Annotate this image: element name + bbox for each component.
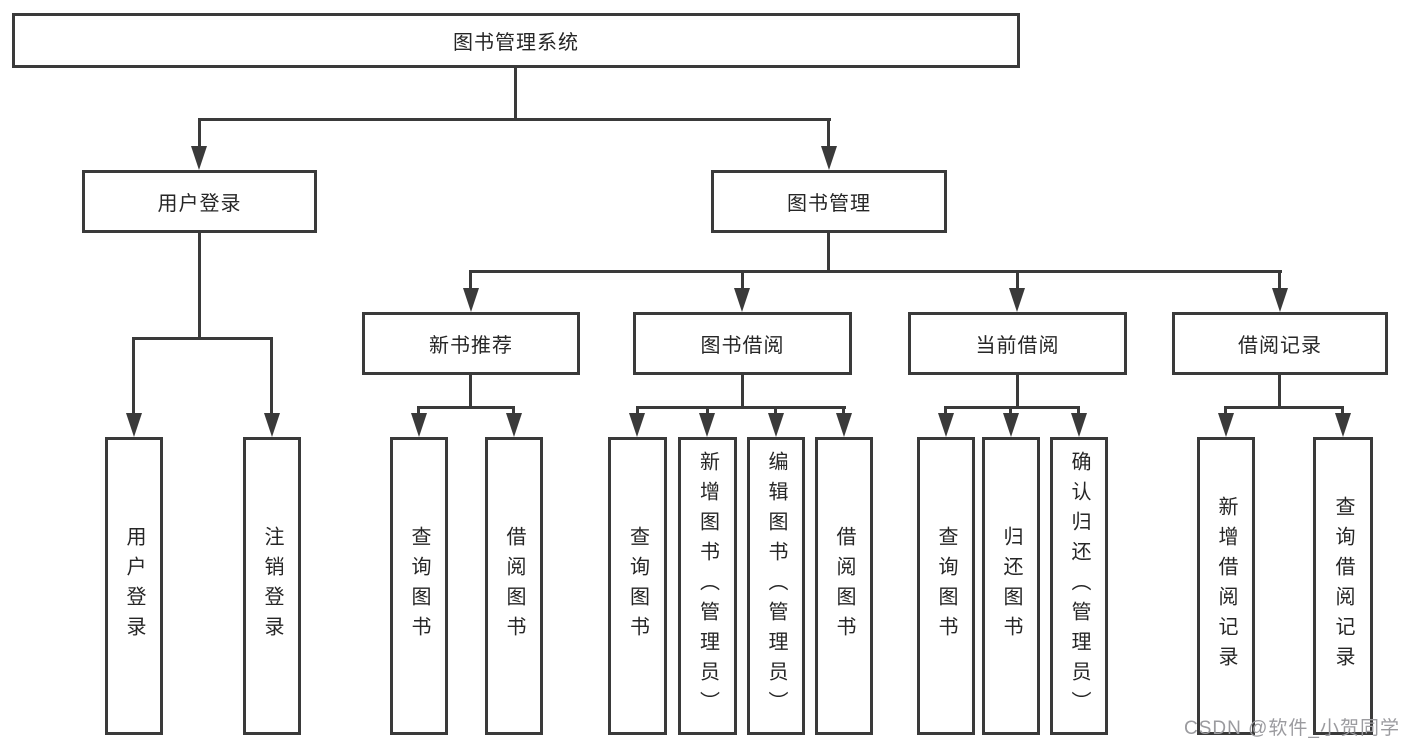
connector-shaft-current-borrow — [1016, 270, 1019, 290]
leaf-confirm-return-admin: 确认归还（管理员） — [1050, 437, 1108, 735]
arrow-down-icon — [821, 146, 837, 170]
node-label: 图书借阅 — [700, 335, 785, 357]
node-label: 确认归还（管理员） — [1068, 451, 1090, 721]
arrow-down-icon — [506, 413, 522, 437]
arrow-down-icon — [836, 413, 852, 437]
connector-root-stem — [514, 68, 517, 118]
connector-shaft — [1224, 406, 1227, 416]
connector-shaft — [636, 406, 639, 416]
arrow-down-icon — [126, 413, 142, 437]
connector-shaft — [512, 406, 515, 416]
leaf-query-books-3: 查询图书 — [917, 437, 975, 735]
node-label: 查询图书 — [408, 526, 430, 646]
connector-shaft-user-login — [198, 118, 201, 148]
leaf-return-books: 归还图书 — [982, 437, 1040, 735]
arrow-down-icon — [1003, 413, 1019, 437]
connector-shaft-book-borrow — [741, 270, 744, 290]
arrow-down-icon — [1218, 413, 1234, 437]
connector-book-management-stem — [827, 233, 830, 270]
connector-shaft-new-books — [469, 270, 472, 290]
node-user-login: 用户登录 — [82, 170, 317, 233]
connector-shaft-book-management — [827, 118, 830, 148]
connector-new-books-stem — [469, 375, 472, 406]
connector-borrow-records-stem — [1278, 375, 1281, 406]
node-current-borrowing: 当前借阅 — [908, 312, 1127, 375]
connector-shaft-login-leaf — [132, 337, 135, 415]
node-label: 注销登录 — [261, 526, 283, 646]
node-label: 新增借阅记录 — [1215, 496, 1237, 676]
connector-shaft — [774, 406, 777, 416]
arrow-down-icon — [1071, 413, 1087, 437]
connector-shaft — [1009, 406, 1012, 416]
connector-shaft-logout-leaf — [270, 337, 273, 415]
leaf-query-borrow-record: 查询借阅记录 — [1313, 437, 1373, 735]
node-label: 归还图书 — [1000, 526, 1022, 646]
node-label: 新书推荐 — [429, 335, 513, 357]
arrow-down-icon — [938, 413, 954, 437]
leaf-add-borrow-record: 新增借阅记录 — [1197, 437, 1255, 735]
arrow-down-icon — [699, 413, 715, 437]
node-label: 图书管理 — [787, 193, 871, 215]
node-book-borrowing: 图书借阅 — [633, 312, 852, 375]
arrow-down-icon — [191, 146, 207, 170]
connector-user-login-branch — [132, 337, 273, 340]
leaf-add-books-admin: 新增图书（管理员） — [678, 437, 737, 735]
node-label: 查询图书 — [626, 526, 649, 646]
node-label: 图书管理系统 — [453, 32, 579, 54]
connector-shaft — [842, 406, 845, 416]
csdn-watermark: CSDN @软件_小贺同学 — [1184, 718, 1400, 739]
connector-current-borrow-stem — [1016, 375, 1019, 406]
node-label: 查询图书 — [935, 526, 957, 646]
arrow-down-icon — [463, 288, 479, 312]
node-label: 编辑图书（管理员） — [765, 451, 787, 721]
connector-shaft — [417, 406, 420, 416]
leaf-query-books-2: 查询图书 — [608, 437, 667, 735]
connector-book-management-branch — [469, 270, 1282, 273]
connector-shaft — [706, 406, 709, 416]
leaf-edit-books-admin: 编辑图书（管理员） — [747, 437, 805, 735]
node-borrowing-records: 借阅记录 — [1172, 312, 1388, 375]
node-library-management-system: 图书管理系统 — [12, 13, 1020, 68]
node-label: 用户登录 — [123, 526, 145, 646]
node-label: 当前借阅 — [975, 335, 1060, 357]
connector-borrow-records-branch — [1224, 406, 1344, 409]
node-label: 借阅记录 — [1238, 335, 1322, 357]
node-book-management: 图书管理 — [711, 170, 947, 233]
connector-shaft-borrow-records — [1278, 270, 1281, 290]
arrow-down-icon — [1009, 288, 1025, 312]
arrow-down-icon — [411, 413, 427, 437]
arrow-down-icon — [629, 413, 645, 437]
leaf-logout: 注销登录 — [243, 437, 301, 735]
connector-root-branch — [198, 118, 831, 121]
leaf-borrow-books-1: 借阅图书 — [485, 437, 543, 735]
arrow-down-icon — [264, 413, 280, 437]
arrow-down-icon — [1335, 413, 1351, 437]
connector-current-borrow-branch — [944, 406, 1080, 409]
connector-shaft — [1077, 406, 1080, 416]
leaf-user-login: 用户登录 — [105, 437, 163, 735]
node-label: 借阅图书 — [833, 526, 855, 646]
node-new-book-recommend: 新书推荐 — [362, 312, 580, 375]
connector-user-login-stem — [198, 233, 201, 337]
leaf-borrow-books-2: 借阅图书 — [815, 437, 873, 735]
leaf-query-books-1: 查询图书 — [390, 437, 448, 735]
connector-book-borrow-branch — [636, 406, 846, 409]
arrow-down-icon — [734, 288, 750, 312]
connector-book-borrow-stem — [741, 375, 744, 406]
arrow-down-icon — [768, 413, 784, 437]
connector-shaft — [944, 406, 947, 416]
node-label: 用户登录 — [157, 193, 242, 215]
node-label: 查询借阅记录 — [1332, 496, 1354, 676]
node-label: 新增图书（管理员） — [696, 451, 719, 721]
node-label: 借阅图书 — [503, 526, 525, 646]
connector-new-books-branch — [417, 406, 515, 409]
connector-shaft — [1341, 406, 1344, 416]
arrow-down-icon — [1272, 288, 1288, 312]
